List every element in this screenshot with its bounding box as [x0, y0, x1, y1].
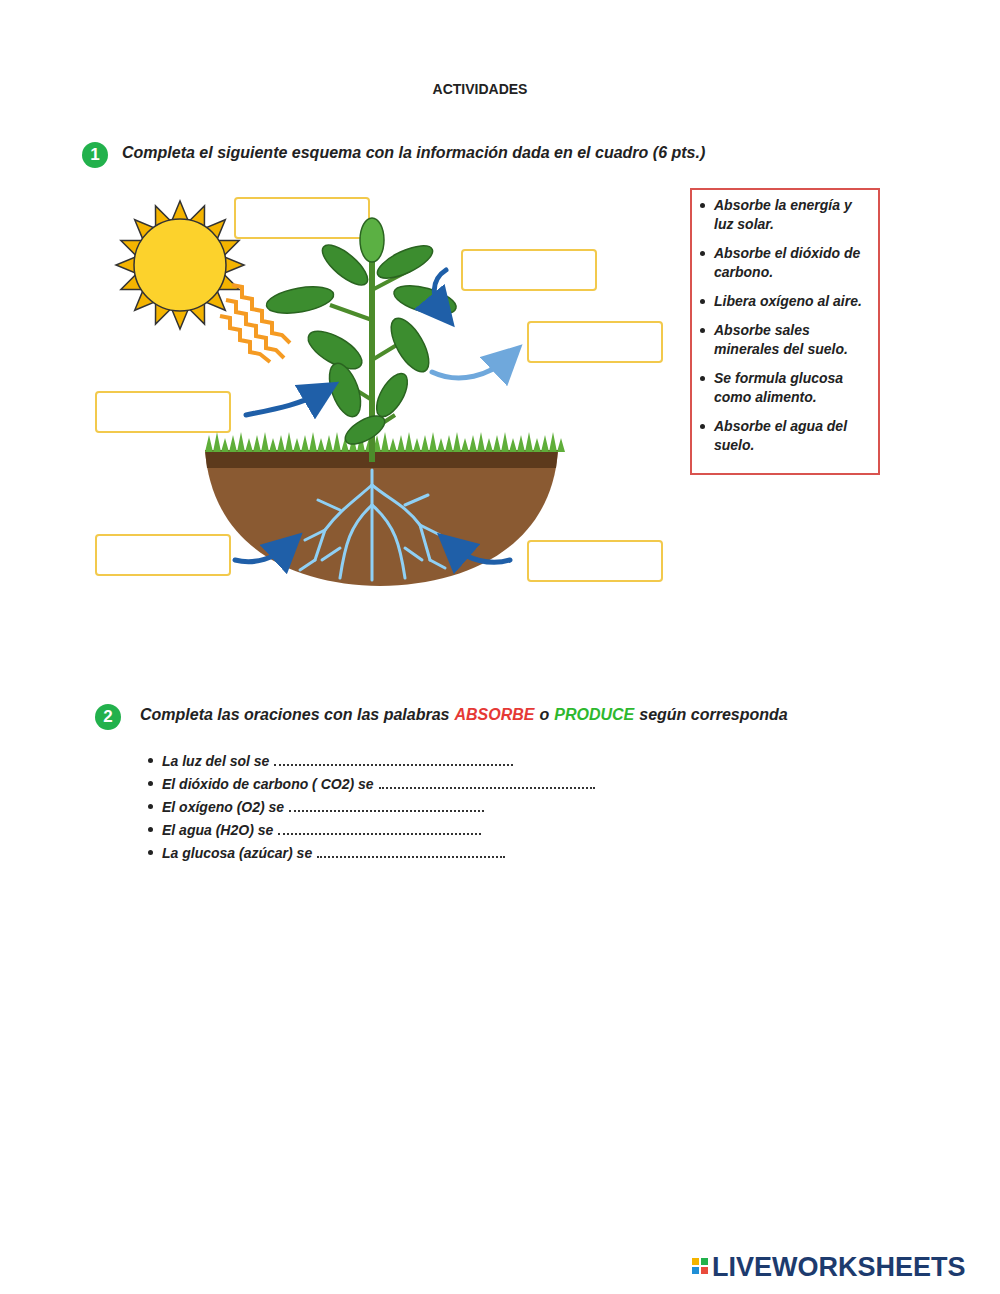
instruction-text: o	[539, 706, 549, 724]
bullet	[700, 424, 705, 429]
bullet	[148, 850, 153, 855]
sentence: La glucosa (azúcar) se	[162, 844, 312, 862]
roots	[300, 470, 445, 580]
sentence: El dióxido de carbono ( CO2) se	[162, 775, 374, 793]
callout-number: 2	[95, 704, 121, 730]
flow-arrow	[235, 270, 510, 562]
bullet	[700, 299, 705, 304]
keyword-produce: PRODUCE	[554, 706, 634, 724]
fill-in-line	[317, 846, 505, 858]
sentence: La luz del sol se	[162, 752, 269, 770]
info-item: Absorbe el agua del suelo.	[714, 417, 872, 455]
info-box: Absorbe la energía y luz solar. Absorbe e…	[690, 188, 880, 475]
info-item: Absorbe la energía y luz solar.	[714, 196, 872, 234]
fill-in-line	[274, 754, 513, 766]
bullet	[148, 827, 153, 832]
info-item: Absorbe sales minerales del suelo.	[714, 321, 872, 359]
bullet	[700, 251, 705, 256]
soil	[205, 432, 565, 586]
sentence-row: La glucosa (azúcar) se	[148, 844, 505, 862]
sentence-row: El oxígeno (O2) se	[148, 798, 484, 816]
instruction-text: Completa las oraciones con las palabras	[140, 706, 449, 724]
bullet	[148, 781, 153, 786]
info-item: Se formula glucosa como alimento.	[714, 369, 872, 407]
plant	[264, 218, 459, 462]
sentence-row: El dióxido de carbono ( CO2) se	[148, 775, 595, 793]
sentence-row: El agua (H2O) se	[148, 821, 481, 839]
info-item: Libera oxígeno al aire.	[714, 292, 872, 311]
sun	[116, 201, 244, 329]
instruction-text: según corresponda	[639, 706, 787, 724]
instruction: Completa el siguiente esquema con la inf…	[122, 144, 705, 162]
bullet	[700, 203, 705, 208]
fill-in-line	[278, 823, 481, 835]
page-title: ACTIVIDADES	[0, 81, 960, 97]
bullet	[148, 758, 153, 763]
bullet	[700, 376, 705, 381]
bullet	[700, 328, 705, 333]
bullet	[148, 804, 153, 809]
logo-icon	[692, 1258, 708, 1274]
callout-number: 1	[82, 142, 108, 168]
watermark: LIVEWORKSHEETS	[712, 1252, 966, 1283]
sentence: El agua (H2O) se	[162, 821, 273, 839]
instruction: Completa las oraciones con las palabras A…	[140, 706, 788, 724]
info-item: Absorbe el dióxido de carbono.	[714, 244, 872, 282]
keyword-absorbe: ABSORBE	[454, 706, 534, 724]
fill-in-line	[289, 800, 484, 812]
sentence-row: La luz del sol se	[148, 752, 513, 770]
fill-in-line	[379, 777, 595, 789]
sentence: El oxígeno (O2) se	[162, 798, 284, 816]
